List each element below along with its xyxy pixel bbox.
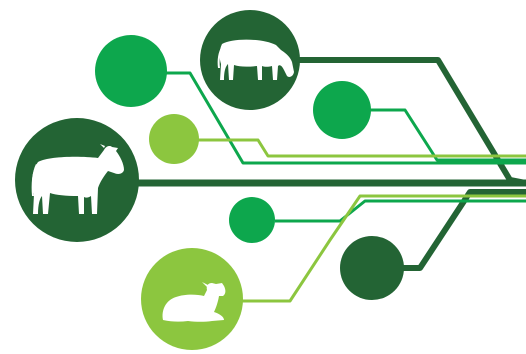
connector-lines	[135, 57, 526, 303]
dot-mid-top-right	[313, 81, 371, 139]
connector-line-light-middle	[198, 138, 526, 158]
dots	[95, 35, 404, 300]
connector-line-cow-grazing	[290, 57, 526, 186]
node-cow-grazing	[200, 10, 300, 110]
standing-cow-icon	[31, 144, 125, 214]
node-lamb-lying	[141, 248, 243, 350]
dot-dark-lower-right	[340, 236, 404, 300]
dot-light-middle	[149, 114, 199, 164]
connector-line-mid-top-right	[370, 108, 526, 162]
dot-mid-lower	[229, 197, 275, 243]
connector-line-mid-top-left	[166, 71, 526, 165]
node-cow-standing	[15, 118, 139, 242]
dot-mid-top-left	[95, 35, 167, 107]
grazing-cow-icon	[217, 39, 294, 80]
lying-lamb-icon	[162, 282, 226, 322]
connector-line-lamb	[238, 194, 526, 303]
connector-line-mid-lower	[275, 199, 526, 223]
connector-line-dark-dot	[403, 189, 526, 271]
